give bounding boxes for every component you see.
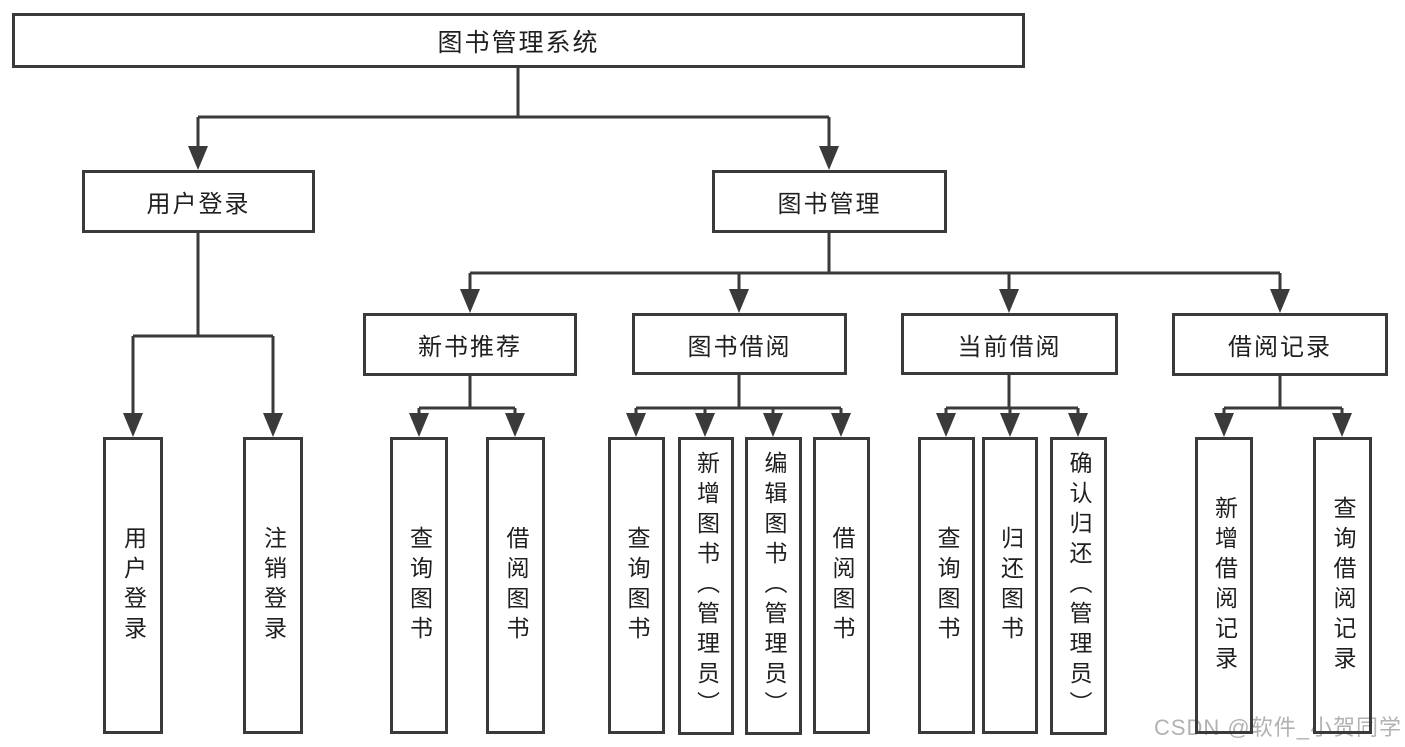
leaf-borrow-books: 借阅图书 bbox=[813, 437, 870, 734]
leaf-borrow-books-recommend: 借阅图书 bbox=[486, 437, 545, 734]
csdn-watermark: CSDN @软件_小贺同学 bbox=[1153, 715, 1402, 740]
leaf-confirm-return-admin: 确认归还（管理员） bbox=[1050, 437, 1107, 735]
leaf-logout: 注销登录 bbox=[243, 437, 303, 734]
leaf-return-books: 归还图书 bbox=[982, 437, 1038, 734]
node-book-borrowing: 图书借阅 bbox=[632, 313, 847, 375]
leaf-query-books-borrow: 查询图书 bbox=[608, 437, 665, 734]
leaf-add-books-admin: 新增图书（管理员） bbox=[678, 437, 734, 735]
node-book-management: 图书管理 bbox=[712, 170, 947, 233]
leaf-query-books-current: 查询图书 bbox=[918, 437, 975, 734]
node-current-borrowing: 当前借阅 bbox=[901, 313, 1118, 375]
node-borrowing-records: 借阅记录 bbox=[1172, 313, 1388, 376]
node-library-management-system: 图书管理系统 bbox=[12, 13, 1025, 68]
leaf-user-login: 用户登录 bbox=[103, 437, 163, 734]
leaf-add-borrow-record: 新增借阅记录 bbox=[1195, 437, 1253, 734]
node-user-login: 用户登录 bbox=[82, 170, 315, 233]
node-new-book-recommendation: 新书推荐 bbox=[363, 313, 577, 376]
leaf-edit-books-admin: 编辑图书（管理员） bbox=[745, 437, 802, 735]
leaf-query-borrow-record: 查询借阅记录 bbox=[1313, 437, 1372, 734]
leaf-query-books-recommend: 查询图书 bbox=[390, 437, 448, 734]
